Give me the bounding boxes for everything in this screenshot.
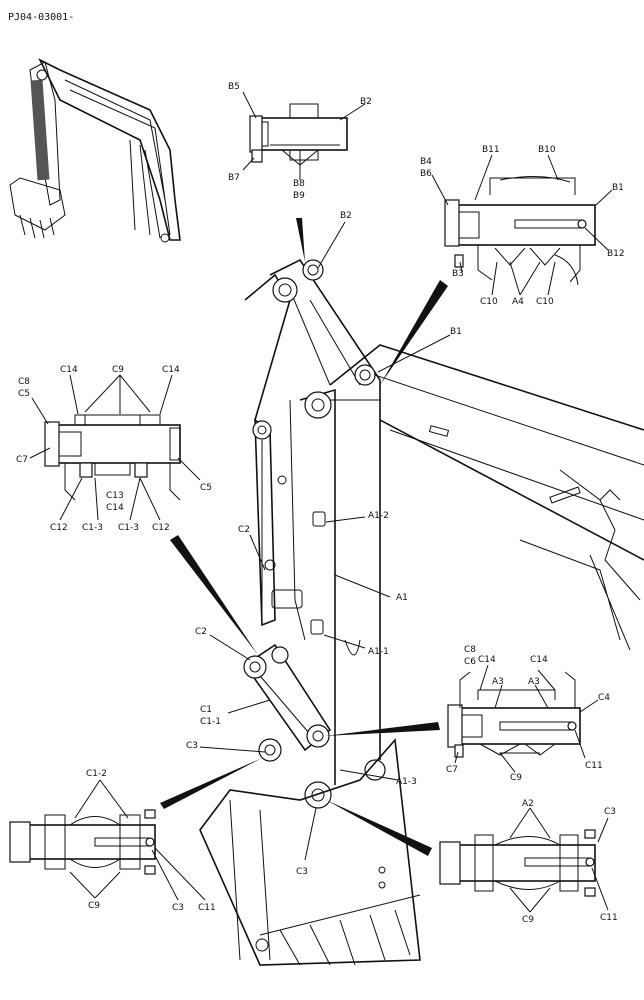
callout-labels: B5 B2 B7 B8 B9 B4 B6 B11 B10 B1 B12 B3 C… [16, 82, 625, 925]
detail-pointers [160, 218, 448, 856]
callout-b4: B4 [420, 157, 432, 167]
callout-a3: A3 [492, 677, 504, 687]
callout-c11: C11 [600, 913, 618, 923]
callout-a1-1: A1-1 [368, 647, 389, 657]
callout-c4: C4 [598, 693, 610, 703]
callout-c8: C8 [18, 377, 30, 387]
callout-c11: C11 [585, 761, 603, 771]
callout-c13: C13 [106, 491, 124, 501]
callout-a2: A2 [522, 799, 534, 809]
callout-c1-3: C1-3 [118, 523, 139, 533]
callout-c1-3: C1-3 [82, 523, 103, 533]
callout-c3: C3 [604, 807, 616, 817]
callout-c9: C9 [510, 773, 522, 783]
detail-pin-c5 [44, 414, 181, 501]
callout-c9: C9 [112, 365, 124, 375]
callout-c10: C10 [480, 297, 498, 307]
callout-c1-2: C1-2 [86, 769, 107, 779]
callout-a1-2: A1-2 [368, 511, 389, 521]
callout-c14: C14 [106, 503, 124, 513]
callout-b11: B11 [482, 145, 500, 155]
callout-c9: C9 [88, 901, 100, 911]
callout-b1: B1 [612, 183, 624, 193]
callout-b3: B3 [452, 269, 464, 279]
callout-c12: C12 [152, 523, 170, 533]
detail-pin-c3-right [439, 829, 596, 897]
callout-b2: B2 [340, 211, 352, 221]
callout-b2: B2 [360, 97, 372, 107]
callout-c7: C7 [16, 455, 28, 465]
callout-c5: C5 [200, 483, 212, 493]
callout-b8: B8 [293, 179, 305, 189]
detail-pin-c4 [447, 671, 581, 758]
callout-c2: C2 [195, 627, 207, 637]
callout-b1: B1 [450, 327, 462, 337]
document-reference: PJ04-03001- [8, 12, 74, 23]
callout-a1-3: A1-3 [396, 777, 417, 787]
callout-b10: B10 [538, 145, 556, 155]
callout-b9: B9 [293, 191, 305, 201]
callout-c6: C6 [464, 657, 476, 667]
callout-c1-1: C1-1 [200, 717, 221, 727]
callout-c12: C12 [50, 523, 68, 533]
callout-c8: C8 [464, 645, 476, 655]
callout-c14: C14 [60, 365, 78, 375]
callout-c9: C9 [522, 915, 534, 925]
detail-pin-b2 [249, 103, 348, 167]
callout-a1: A1 [396, 593, 408, 603]
callout-c14: C14 [530, 655, 548, 665]
callout-c1: C1 [200, 705, 212, 715]
callout-c5: C5 [18, 389, 30, 399]
detail-pin-c3-left [9, 809, 156, 875]
callout-c10: C10 [536, 297, 554, 307]
callout-c2: C2 [238, 525, 250, 535]
callout-c7: C7 [446, 765, 458, 775]
callout-c14: C14 [162, 365, 180, 375]
callout-b6: B6 [420, 169, 432, 179]
arm-thumbnail [9, 58, 181, 243]
callout-b5: B5 [228, 82, 240, 92]
callout-c3: C3 [186, 741, 198, 751]
callout-b12: B12 [607, 249, 625, 259]
detail-pin-b1 [444, 175, 596, 286]
callout-a3: A3 [528, 677, 540, 687]
callout-c3: C3 [172, 903, 184, 913]
callout-c14: C14 [478, 655, 496, 665]
callout-b7: B7 [228, 173, 240, 183]
arm-main-view [199, 258, 644, 966]
callout-c3: C3 [296, 867, 308, 877]
callout-a4: A4 [512, 297, 524, 307]
callout-c11: C11 [198, 903, 216, 913]
leader-lines [29, 91, 613, 913]
